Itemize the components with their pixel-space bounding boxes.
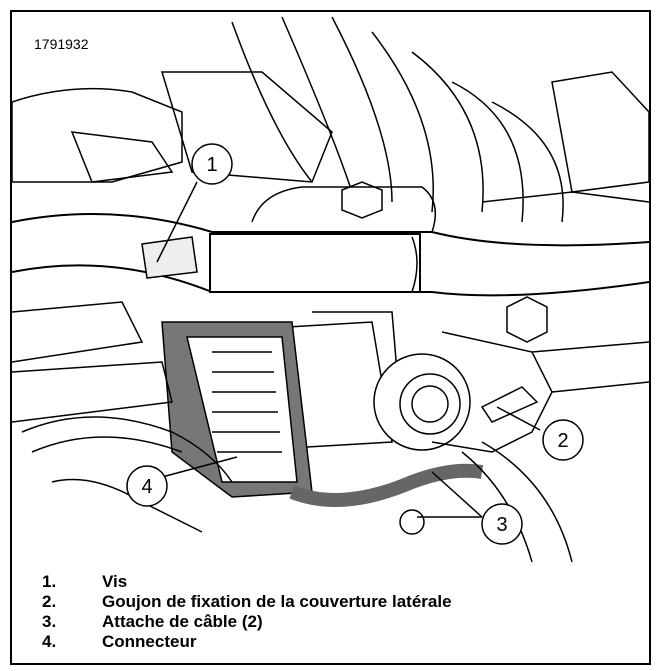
legend-item: 3. Attache de câble (2) [42, 612, 642, 632]
callout-label-4: 4 [141, 476, 152, 498]
figure-id: 1791932 [34, 36, 89, 52]
legend-item: 2. Goujon de fixation de la couverture l… [42, 592, 642, 612]
legend-number: 2. [42, 592, 57, 611]
callout-2: 2 [496, 406, 584, 461]
legend-text: Vis [102, 572, 128, 591]
callout-label-1: 1 [206, 154, 217, 176]
callout-1: 1 [156, 143, 233, 263]
callout-label-3: 3 [496, 514, 507, 536]
legend-number: 3. [42, 612, 57, 631]
callout-4: 4 [126, 456, 238, 507]
legend-text: Attache de câble (2) [102, 612, 263, 631]
legend-text: Goujon de fixation de la couverture laté… [102, 592, 452, 611]
legend-text: Connecteur [102, 632, 197, 651]
legend-number: 4. [42, 632, 57, 651]
callout-3: 3 [417, 471, 523, 545]
legend-item: 1. Vis [42, 572, 642, 592]
technical-illustration: 1 2 3 4 [12, 16, 649, 562]
figure-frame: 1 2 3 4 1791932 1. Vis 2. Goujon de fixa… [10, 10, 651, 665]
legend: 1. Vis 2. Goujon de fixation de la couve… [42, 572, 642, 652]
legend-number: 1. [42, 572, 57, 591]
callout-label-2: 2 [557, 430, 568, 452]
legend-item: 4. Connecteur [42, 632, 642, 652]
coil-spring [231, 16, 564, 223]
